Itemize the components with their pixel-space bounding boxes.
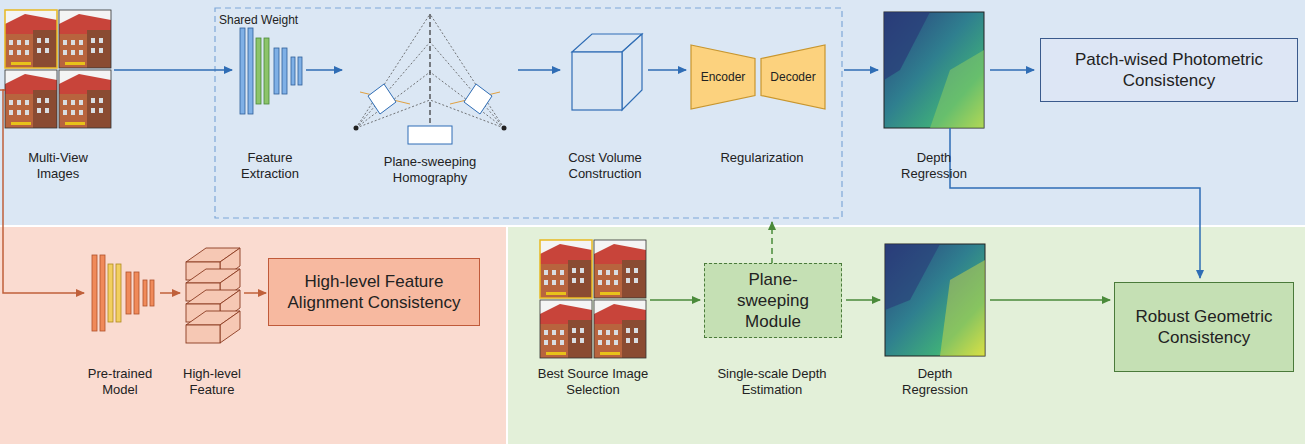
node-text: Encoder [701, 70, 746, 85]
node-text: Decoder [770, 70, 815, 85]
caption-label: Depth Regression [889, 150, 979, 182]
caption-label: Plane-sweeping Homography [370, 154, 490, 186]
node-text: Robust Geometric Consistency [1123, 306, 1285, 348]
caption-label: Multi-View Images [8, 150, 108, 182]
decoder-trapezoid: Decoder [760, 44, 826, 110]
caption-label: Regularization [707, 150, 817, 166]
caption-label: Feature Extraction [220, 150, 320, 182]
caption-label: Single-scale Depth Estimation [707, 366, 837, 398]
process-box: Patch-wised Photometric Consistency [1040, 38, 1298, 102]
node-text: Plane-sweeping Module [713, 269, 833, 332]
caption-label: Depth Regression [890, 366, 980, 398]
caption-label: High-level Feature [162, 366, 262, 398]
node-text: Patch-wised Photometric Consistency [1049, 49, 1289, 91]
process-box: Robust Geometric Consistency [1114, 282, 1294, 372]
process-box: High-level Feature Alignment Consistency [268, 258, 480, 326]
node-text: High-level Feature Alignment Consistency [277, 271, 471, 313]
process-box: Plane-sweeping Module [704, 263, 842, 338]
caption-label: Shared Weight [219, 12, 309, 28]
encoder-trapezoid: Encoder [690, 44, 756, 110]
caption-label: Cost Volume Construction [550, 150, 660, 182]
caption-label: Pre-trained Model [70, 366, 170, 398]
caption-label: Best Source Image Selection [533, 366, 653, 398]
